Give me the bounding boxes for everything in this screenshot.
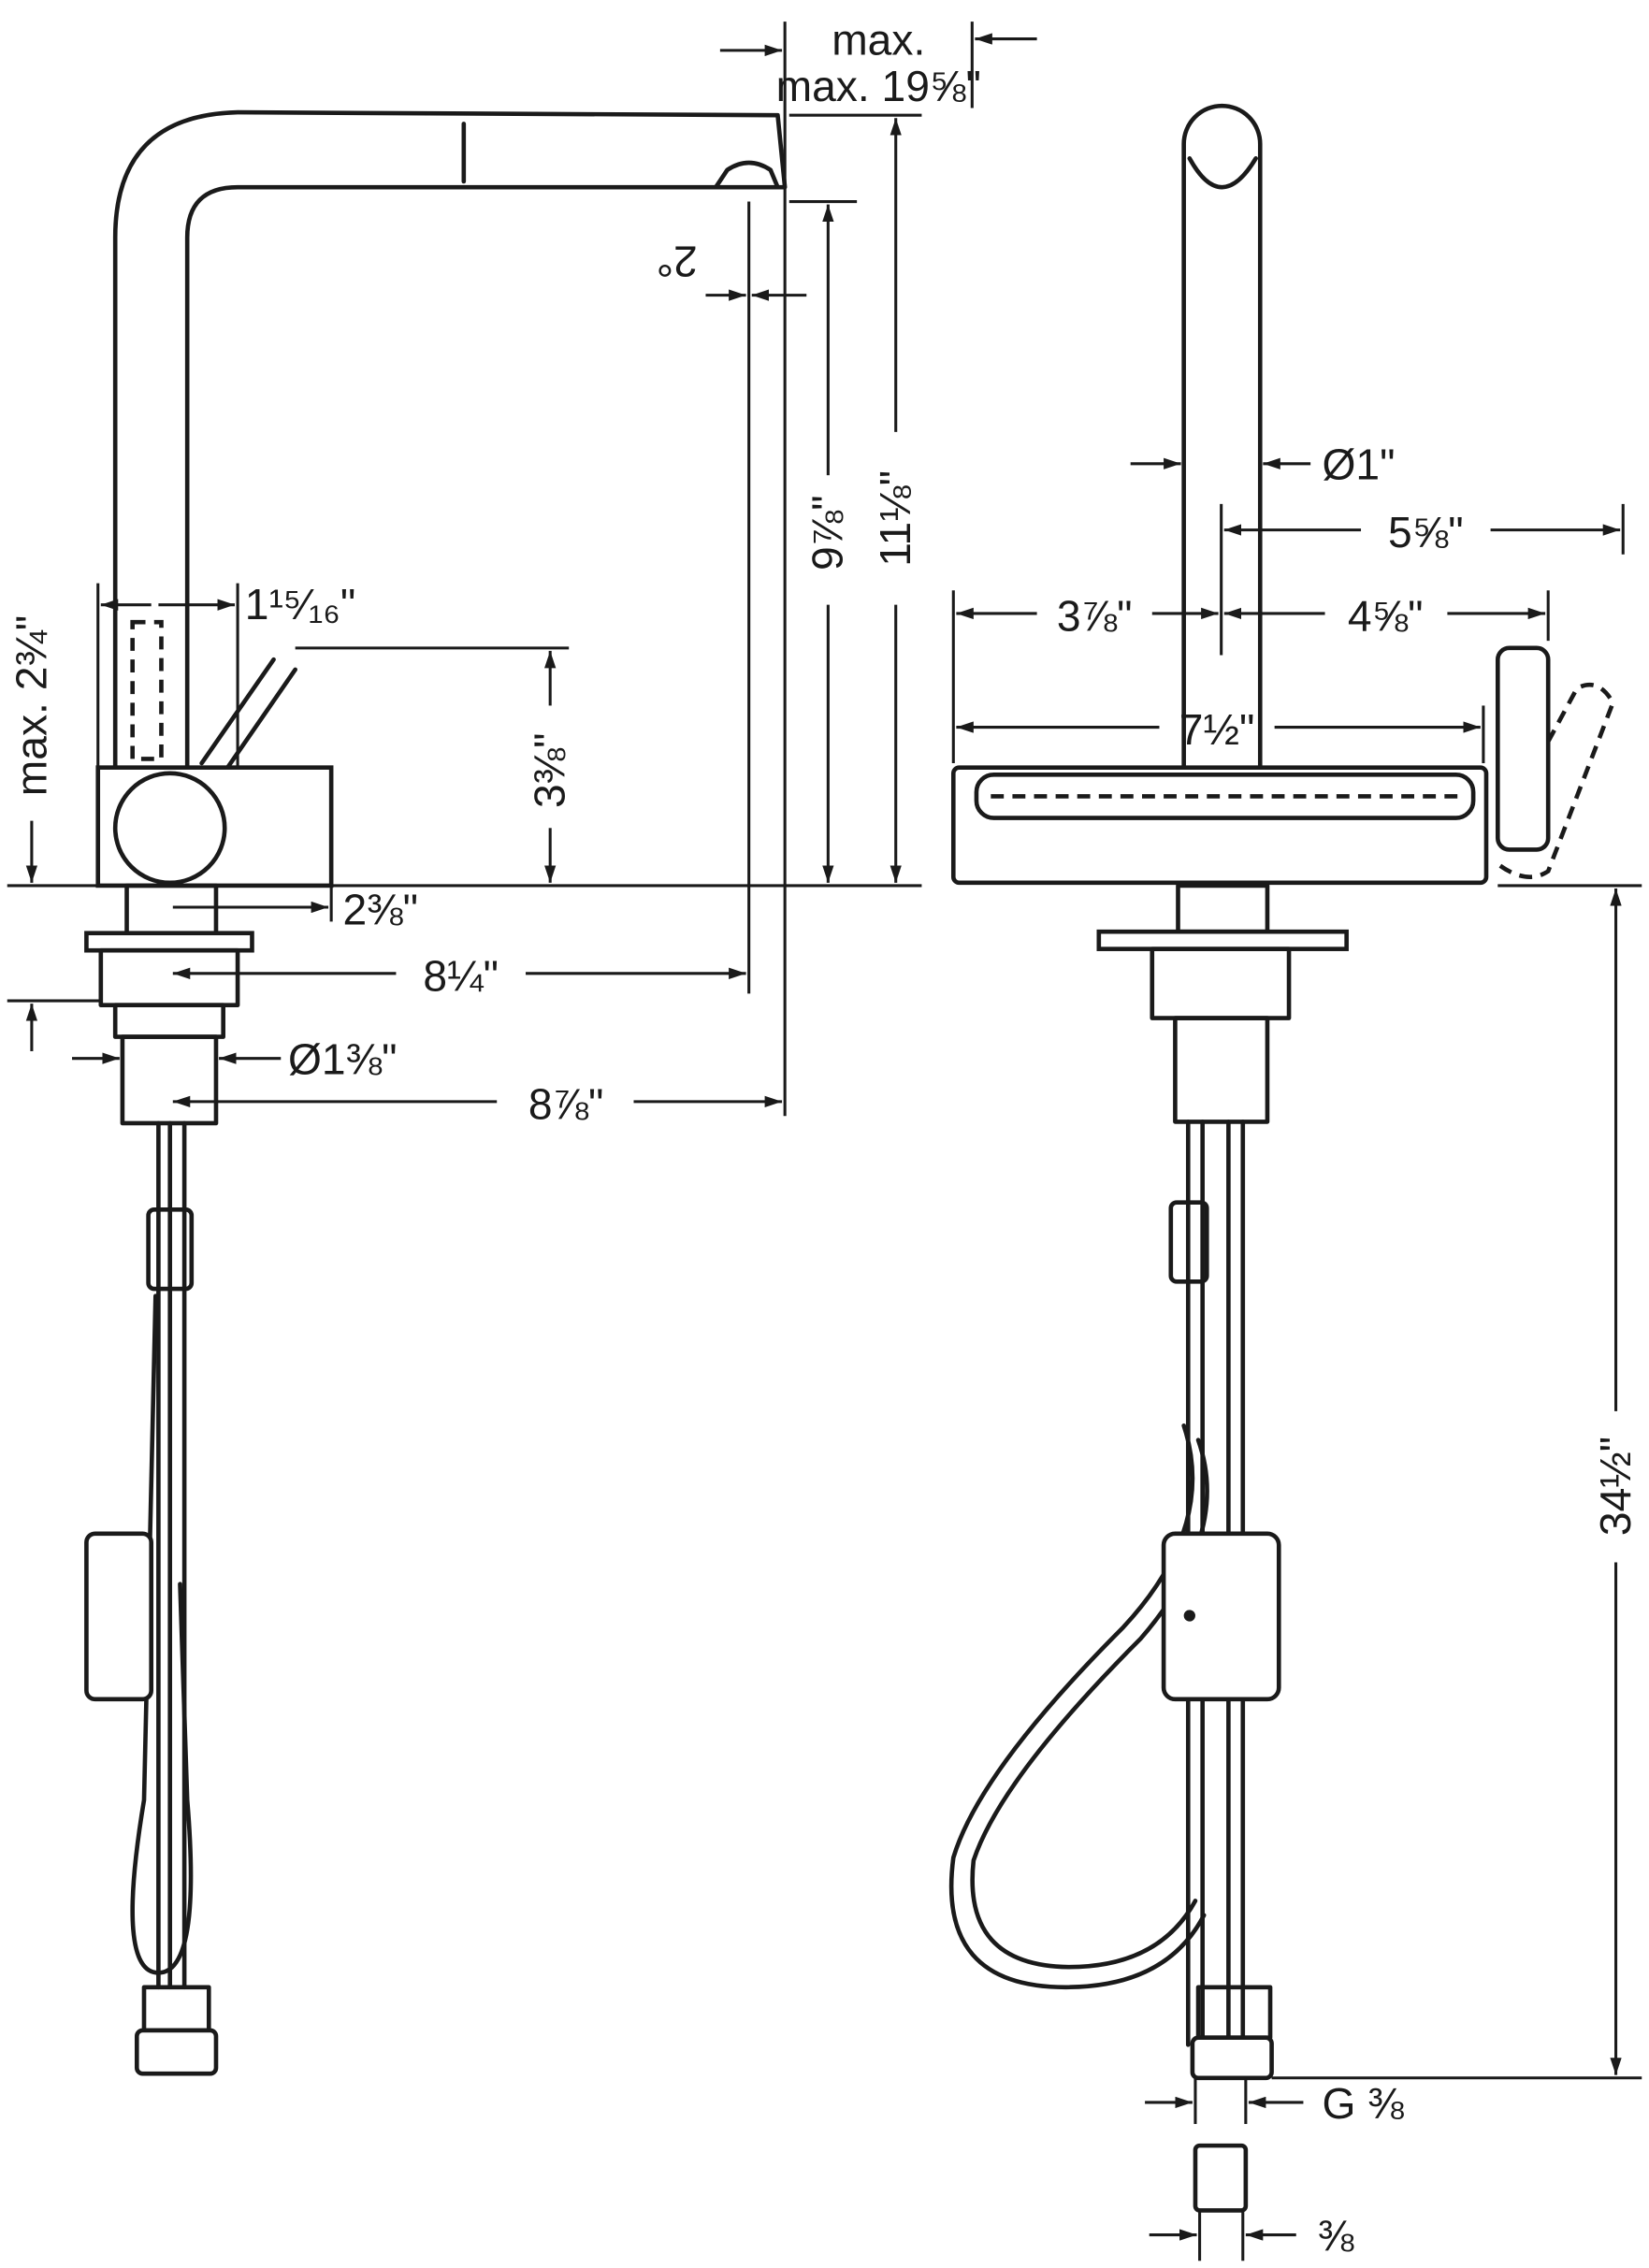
spout-tube [1181, 103, 1263, 770]
base-plate [84, 931, 254, 953]
front-hose-weight [1161, 1531, 1281, 1702]
body-depth-label: 2⅜" [342, 885, 418, 933]
hose-weight [84, 1531, 154, 1702]
deck-ring [98, 947, 240, 1008]
hidden-hose [130, 619, 164, 761]
mount-hole-label: Ø1⅜" [288, 1035, 398, 1084]
connector-nut [134, 2028, 219, 2076]
spout-top-edge [1187, 156, 1258, 190]
spout-reach-label-max: max. [832, 16, 925, 65]
total-height-label: 11⅛" [871, 470, 919, 567]
aerator-reach-label: 8¼" [423, 951, 499, 1000]
spray-face [974, 773, 1476, 820]
front-deck-ring [1150, 946, 1292, 1020]
side-view-dimensions: max. max. 19⅝" 2° 11⅛" 9⅞" 1¹⁵⁄₁₆" max. … [7, 16, 1037, 1128]
front-base-plate [1096, 929, 1349, 951]
handle-offset-label: 5⅝" [1388, 508, 1464, 556]
base [124, 883, 219, 939]
right-extent-label: 4⅝" [1348, 591, 1424, 640]
weight-screw [1183, 1610, 1195, 1622]
handle [1495, 645, 1551, 852]
adapter-thread-label: ⅜ [1318, 2212, 1354, 2261]
spray-width-label: 7½" [1179, 705, 1255, 754]
lever-height-label: 3⅜" [526, 732, 574, 808]
mount-nut [112, 1003, 225, 1039]
handle-rotated-outline [1496, 683, 1616, 879]
front-hose-coupling [1168, 1200, 1209, 1284]
front-base [1176, 883, 1270, 934]
shank [120, 1034, 219, 1126]
connection-thread-label: G ⅜ [1322, 2079, 1404, 2128]
cartridge-circle [112, 771, 227, 886]
below-deck-length-label: 34½" [1591, 1437, 1640, 1536]
front-connector-nut [1190, 2035, 1274, 2081]
spout-reach-label: max. 19⅝" [776, 62, 981, 110]
tube-offset-label: 1¹⁵⁄₁₆" [245, 580, 356, 628]
spout-height-label: 9⅞" [803, 495, 852, 571]
pullout-hose-loop [130, 1293, 194, 1975]
spout-angle-label: 2° [657, 237, 698, 285]
spray-head [950, 765, 1489, 886]
side-view-faucet [84, 109, 788, 2076]
aerator [713, 160, 780, 190]
front-connector-ferrule [1195, 1985, 1273, 2040]
front-pullout-hose-inner [970, 1437, 1209, 1970]
spout-outline [112, 109, 788, 770]
left-extent-label: 3⅞" [1057, 591, 1133, 640]
outer-reach-label: 8⅞" [528, 1079, 604, 1128]
supply-hoses [156, 1120, 187, 1990]
connector-ferrule [141, 1985, 211, 2033]
deck-thickness-label: max. 2¾" [7, 615, 55, 797]
front-view-faucet [948, 103, 1616, 2213]
tube-diameter-label: Ø1" [1322, 441, 1395, 489]
hose-coupling [146, 1207, 195, 1292]
front-shank [1173, 1016, 1270, 1124]
front-view-dimensions: Ø1" 5⅝" 3⅞" 4⅝" 7½" 34½" G ⅜ ⅜ [951, 441, 1642, 2261]
thread-adapter [1193, 2143, 1249, 2213]
